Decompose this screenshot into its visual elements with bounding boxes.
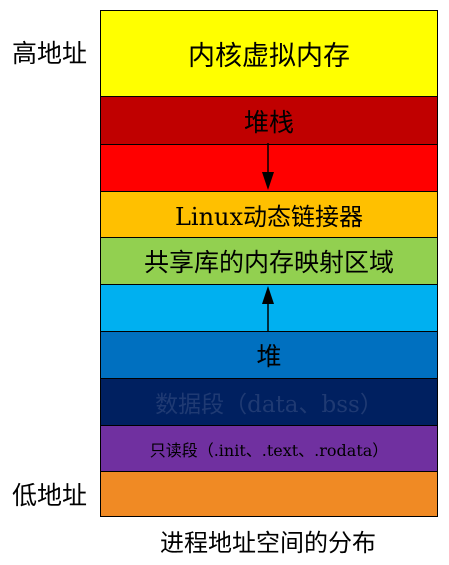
segment-shared-library-mapping-label: 共享库的内存映射区域 xyxy=(143,248,394,277)
segment-readonly-segment: 只读段（.init、.text、.rodata） xyxy=(101,425,437,471)
segment-data-segment: 数据段（data、bss） xyxy=(101,378,437,425)
segment-kernel-virtual-memory: 内核虚拟内存 xyxy=(101,11,437,96)
low-address-label: 低地址 xyxy=(12,481,88,510)
segment-stack-growth-area xyxy=(101,144,437,191)
segment-stack-label: 堆栈 xyxy=(243,107,294,137)
segment-data-segment-label: 数据段（data、bss） xyxy=(155,392,383,418)
segment-heap-growth-area xyxy=(101,284,437,331)
segment-reserved-low-area xyxy=(101,471,437,516)
segment-shared-library-mapping: 共享库的内存映射区域 xyxy=(101,237,437,284)
segment-stack: 堆栈 xyxy=(101,96,437,144)
high-address-label: 高地址 xyxy=(12,39,88,68)
diagram-caption: 进程地址空间的分布 xyxy=(160,529,376,557)
segment-linux-dynamic-linker: Linux动态链接器 xyxy=(101,191,437,237)
segment-linux-dynamic-linker-label: Linux动态链接器 xyxy=(174,203,364,231)
segment-heap-label: 堆 xyxy=(256,342,282,371)
address-space-stack: 内核虚拟内存 堆栈 Linux动态链接器 共享库的内存映射区域 堆 数据段（da… xyxy=(100,10,438,517)
segment-readonly-segment-label: 只读段（.init、.text、.rodata） xyxy=(149,440,389,460)
segment-heap: 堆 xyxy=(101,331,437,378)
segment-kernel-virtual-memory-label: 内核虚拟内存 xyxy=(188,41,350,72)
